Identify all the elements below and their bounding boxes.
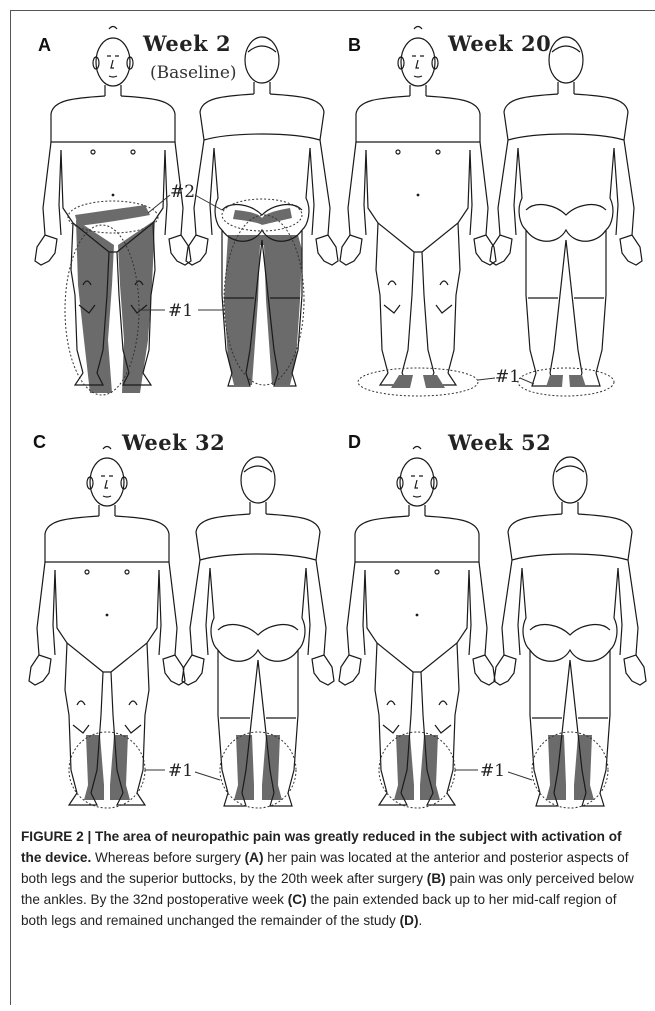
caption-ref-a: (A) bbox=[245, 850, 264, 865]
caption-text-1: Whereas before surgery bbox=[91, 850, 244, 865]
label-region-1-a: #1 bbox=[168, 301, 193, 321]
panel-b-figures bbox=[340, 27, 642, 397]
caption-ref-c: (C) bbox=[288, 892, 307, 907]
panel-b-pain-feet bbox=[391, 375, 586, 388]
label-region-1-b: #1 bbox=[495, 367, 520, 387]
caption-text-5: . bbox=[419, 913, 423, 928]
panel-a-figures bbox=[35, 27, 338, 396]
panel-c-figures bbox=[29, 447, 334, 809]
label-region-1-d: #1 bbox=[480, 761, 505, 781]
label-region-2: #2 bbox=[170, 182, 195, 202]
caption-ref-b: (B) bbox=[427, 871, 446, 886]
panel-a-pain-back bbox=[224, 208, 302, 385]
panel-d-figures bbox=[339, 447, 646, 809]
figure-caption: FIGURE 2 | The area of neuropathic pain … bbox=[21, 826, 643, 931]
body-diagrams: #2 #1 #1 #1 #1 bbox=[0, 0, 655, 820]
caption-ref-d: (D) bbox=[400, 913, 419, 928]
label-region-1-c: #1 bbox=[168, 761, 193, 781]
